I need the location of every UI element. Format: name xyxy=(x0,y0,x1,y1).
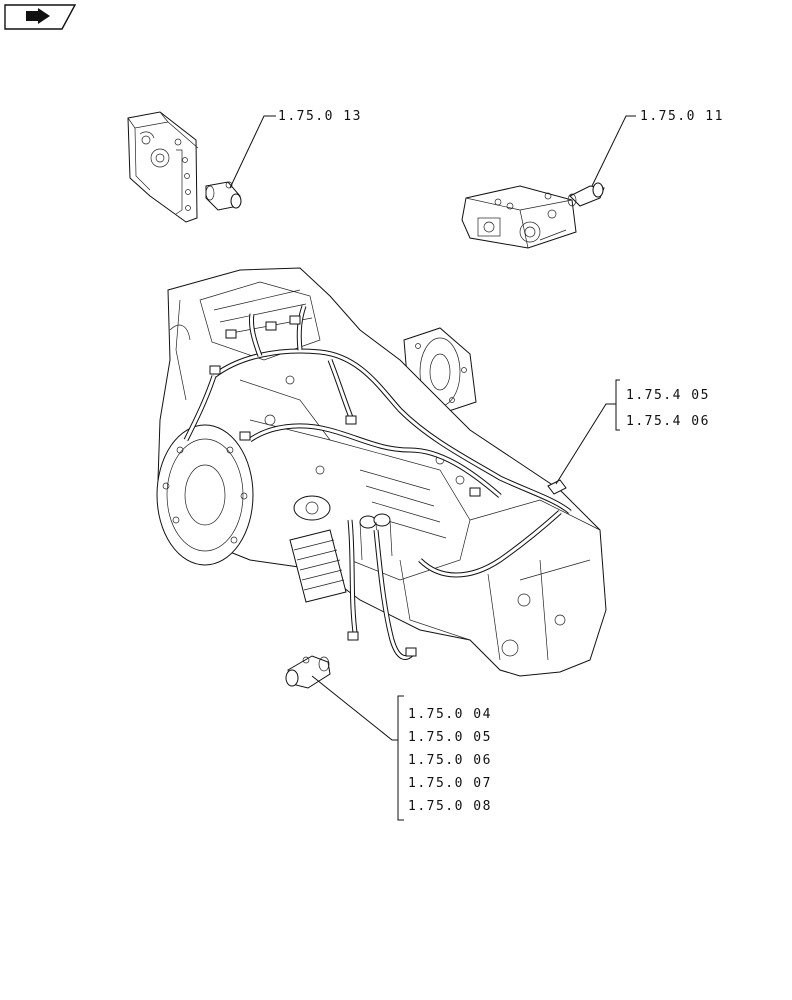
leader-line-13 xyxy=(229,115,276,189)
leader-line-harness xyxy=(555,403,616,485)
back-button[interactable] xyxy=(4,4,77,30)
sensor-left xyxy=(205,181,242,211)
ref-label[interactable]: 1.75.0 06 xyxy=(408,753,492,768)
ref-label[interactable]: 1.75.0 11 xyxy=(640,109,724,124)
ref-label[interactable]: 1.75.0 13 xyxy=(278,109,362,124)
ref-label[interactable]: 1.75.0 04 xyxy=(408,707,492,722)
ref-label[interactable]: 1.75.4 05 xyxy=(626,388,710,403)
callout-bracket-sensor xyxy=(397,695,404,821)
callout-bracket-harness xyxy=(615,379,620,431)
transmission-assembly xyxy=(156,267,607,677)
leader-line-11 xyxy=(591,115,636,187)
back-arrow-icon xyxy=(4,4,77,30)
ref-label[interactable]: 1.75.0 05 xyxy=(408,730,492,745)
ref-label[interactable]: 1.75.4 06 xyxy=(626,414,710,429)
valve-block-left xyxy=(127,111,199,223)
sensor-bottom xyxy=(285,655,331,689)
ref-label[interactable]: 1.75.0 08 xyxy=(408,799,492,814)
sensor-right xyxy=(567,182,605,207)
ref-label[interactable]: 1.75.0 07 xyxy=(408,776,492,791)
leader-line-sensor xyxy=(311,675,398,741)
valve-block-right xyxy=(461,185,577,249)
wiring-harness xyxy=(183,305,572,660)
